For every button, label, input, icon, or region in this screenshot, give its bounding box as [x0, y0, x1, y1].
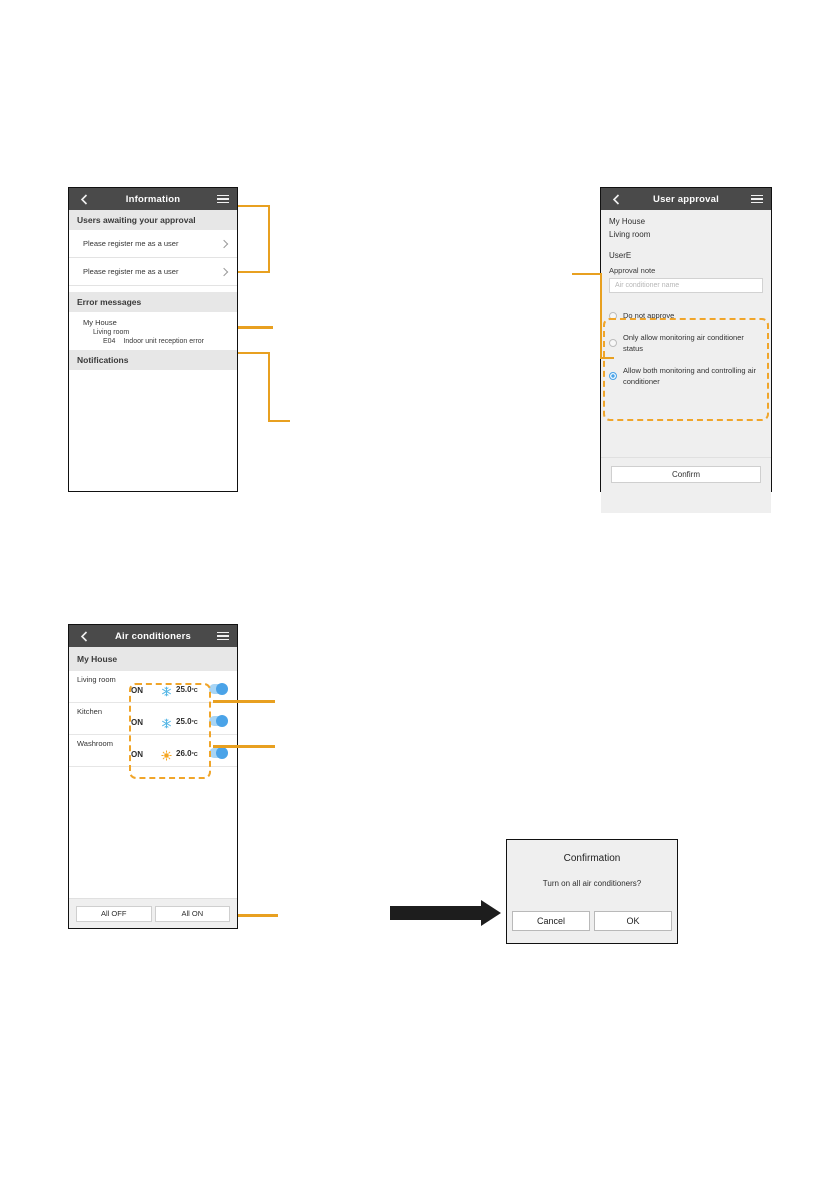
flow-arrow-shaft: [390, 906, 482, 920]
snowflake-icon: [161, 716, 172, 729]
error-house-label: My House: [83, 318, 117, 327]
ac-temp-unit: °C: [191, 720, 198, 726]
callout-line: [572, 273, 602, 275]
callout-highlight-ac-status: [129, 683, 211, 779]
user-approval-header: User approval: [601, 188, 771, 210]
all-off-button[interactable]: All OFF: [75, 905, 152, 922]
callout-highlight-approval-options: [603, 318, 769, 421]
back-chevron-icon[interactable]: [606, 188, 626, 210]
all-on-button[interactable]: All ON: [154, 905, 231, 922]
callout-line: [600, 357, 614, 359]
callout-line: [213, 745, 275, 748]
information-header: Information: [69, 188, 237, 210]
error-code: E04: [103, 338, 116, 345]
dialog-title: Confirmation: [563, 853, 621, 864]
ok-button[interactable]: OK: [594, 911, 672, 931]
user-approval-phone-frame: User approval My House Living room UserE…: [600, 187, 772, 513]
callout-line: [213, 700, 275, 703]
page-title: User approval: [653, 193, 719, 205]
approval-note-input[interactable]: Air conditioner name: [609, 278, 763, 293]
error-message-block[interactable]: My House Living room E04 Indoor unit rec…: [69, 312, 237, 350]
chevron-right-icon: [219, 239, 229, 248]
approval-option-label: Only allow monitoring air conditioner st…: [623, 332, 744, 353]
approval-note-placeholder: Air conditioner name: [615, 282, 680, 289]
page-title: Information: [125, 193, 181, 205]
dialog-button-row: Cancel OK: [507, 911, 677, 931]
house-label: My House: [609, 217, 646, 226]
section-header-error-messages: Error messages: [69, 292, 237, 312]
radio-icon-selected[interactable]: [609, 371, 617, 380]
ac-temp-value: 25.0: [176, 717, 192, 726]
list-item[interactable]: Please register me as a user: [69, 258, 237, 286]
snowflake-icon: [161, 684, 172, 697]
ac-unit-name: Kitchen: [77, 707, 103, 716]
cancel-button[interactable]: Cancel: [512, 911, 590, 931]
callout-line: [238, 352, 270, 354]
confirm-button[interactable]: Confirm: [611, 466, 761, 483]
approval-option-label: Allow both monitoring and controlling ai…: [623, 365, 756, 386]
chevron-right-icon: [219, 267, 229, 276]
page-title: Air conditioners: [114, 630, 192, 642]
ac-unit-name: Living room: [77, 675, 116, 684]
ac-temp-value: 25.0: [176, 685, 192, 694]
callout-line: [600, 273, 602, 359]
confirmation-dialog: Confirmation Turn on all air conditioner…: [506, 839, 678, 944]
air-conditioners-header: Air conditioners: [69, 625, 237, 647]
ac-temp-unit: °C: [191, 688, 198, 694]
flow-arrow-head: [481, 900, 501, 926]
callout-line: [268, 205, 270, 273]
room-label: Living room: [609, 230, 651, 239]
callout-line: [238, 914, 278, 917]
callout-line: [268, 352, 270, 422]
error-text: Indoor unit reception error: [123, 338, 205, 345]
section-header-notifications: Notifications: [69, 350, 237, 370]
radio-icon[interactable]: [609, 338, 617, 347]
approval-note-label: Approval note: [609, 266, 656, 275]
ac-power-toggle[interactable]: [209, 747, 228, 759]
callout-line: [238, 326, 273, 329]
sun-icon: [161, 748, 172, 761]
approval-options-group: Do not approve Only allow monitoring air…: [601, 303, 771, 404]
list-item-label: Please register me as a user: [83, 267, 179, 276]
ac-temp-value: 26.0: [176, 749, 192, 758]
ac-unit-name: Washroom: [77, 739, 113, 748]
user-label: UserE: [609, 251, 632, 260]
ac-power-state: ON: [131, 686, 143, 695]
ac-power-toggle[interactable]: [209, 715, 228, 727]
error-detail-row: E04 Indoor unit reception error: [69, 337, 237, 346]
ac-temp-unit: °C: [191, 752, 198, 758]
section-header-users-awaiting: Users awaiting your approval: [69, 210, 237, 230]
approval-option-monitor-only[interactable]: Only allow monitoring air conditioner st…: [609, 333, 763, 355]
ac-power-state: ON: [131, 718, 143, 727]
approval-option-monitor-and-control[interactable]: Allow both monitoring and controlling ai…: [609, 366, 763, 388]
user-approval-footer: Confirm: [601, 457, 771, 491]
list-item[interactable]: Please register me as a user: [69, 230, 237, 258]
hamburger-menu-icon[interactable]: [751, 188, 763, 210]
list-item-label: Please register me as a user: [83, 239, 179, 248]
ac-power-state: ON: [131, 750, 143, 759]
ac-temperature: 25.0°C: [176, 717, 198, 726]
group-header-my-house: My House: [69, 647, 237, 671]
air-conditioners-phone-frame: Air conditioners My House Living room ON…: [68, 624, 238, 929]
error-room-label: Living room: [93, 329, 130, 336]
information-phone-frame: Information Users awaiting your approval…: [68, 187, 238, 492]
callout-line: [268, 420, 290, 422]
air-conditioners-footer: All OFF All ON: [69, 898, 237, 928]
callout-line: [238, 271, 270, 273]
approval-option-label: Do not approve: [623, 311, 675, 320]
dialog-message: Turn on all air conditioners?: [542, 879, 642, 888]
ac-power-toggle[interactable]: [209, 683, 228, 695]
ac-temperature: 25.0°C: [176, 685, 198, 694]
hamburger-menu-icon[interactable]: [217, 625, 229, 647]
hamburger-menu-icon[interactable]: [217, 188, 229, 210]
notifications-empty-area: [69, 370, 237, 490]
back-chevron-icon[interactable]: [74, 625, 94, 647]
ac-temperature: 26.0°C: [176, 749, 198, 758]
back-chevron-icon[interactable]: [74, 188, 94, 210]
callout-line: [238, 205, 270, 207]
